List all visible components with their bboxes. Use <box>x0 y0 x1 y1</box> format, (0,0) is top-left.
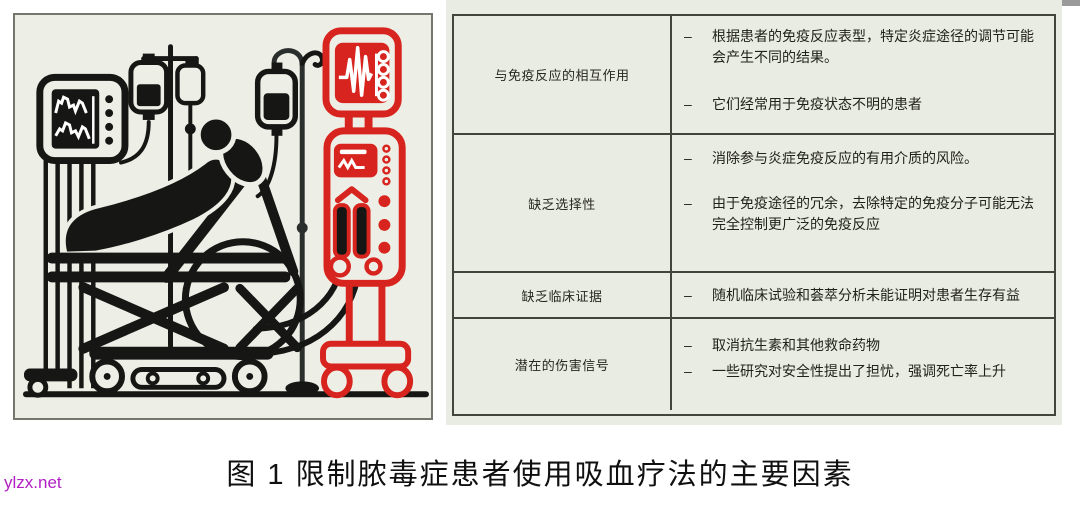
row-points: – 随机临床试验和荟萃分析未能证明对患者生存有益 <box>672 273 1054 317</box>
dash-bullet: – <box>684 96 692 112</box>
list-item: – 它们经常用于免疫状态不明的患者 <box>684 94 1040 115</box>
drip-chamber <box>184 123 196 135</box>
list-item: – 消除参与炎症免疫反应的有用介质的风险。 <box>684 148 1040 169</box>
iv-bag-icon <box>128 53 170 120</box>
row-label: 缺乏选择性 <box>454 135 672 271</box>
site-watermark: ylzx.net <box>4 473 62 492</box>
dash-bullet: – <box>684 286 692 303</box>
list-item: – 一些研究对安全性提出了担忧，强调死亡率上升 <box>684 361 1040 382</box>
bed-platform <box>46 252 291 283</box>
patient-head <box>195 114 237 156</box>
dash-bullet: – <box>684 363 692 379</box>
dash-bullet: – <box>684 150 692 166</box>
row-points: – 消除参与炎症免疫反应的有用介质的风险。 – 由于免疫途径的冗余，去除特定的免… <box>672 135 1054 271</box>
dash-bullet: – <box>684 337 692 353</box>
row-label: 缺乏临床证据 <box>454 273 672 317</box>
blood-purifier-icon <box>320 27 414 399</box>
scrollbar-artifact <box>1062 0 1080 6</box>
figure-caption: 图 1 限制脓毒症患者使用吸血疗法的主要因素 <box>226 459 854 491</box>
figure-illustration <box>13 13 433 420</box>
row-points: – 根据患者的免疫反应表型，特定炎症途径的调节可能会产生不同的结果。 – 它们经… <box>672 16 1054 133</box>
iv-tubing <box>119 103 279 199</box>
left-base <box>23 368 78 398</box>
row-label: 与免疫反应的相互作用 <box>454 16 672 133</box>
patient-bed-and-blood-purifier-illustration <box>22 27 429 399</box>
list-item: – 根据患者的免疫反应表型，特定炎症途径的调节可能会产生不同的结果。 <box>684 26 1040 68</box>
row-points: – 取消抗生素和其他救命药物 – 一些研究对安全性提出了担忧，强调死亡率上升 <box>672 319 1054 410</box>
iv-bag-small-icon <box>175 57 206 106</box>
dash-bullet: – <box>684 28 692 44</box>
list-item: – 随机临床试验和荟萃分析未能证明对患者生存有益 <box>684 285 1040 306</box>
table-panel: 与免疫反应的相互作用 – 根据患者的免疫反应表型，特定炎症途径的调节可能会产生不… <box>446 0 1062 425</box>
table-row: 与免疫反应的相互作用 – 根据患者的免疫反应表型，特定炎症途径的调节可能会产生不… <box>454 16 1054 133</box>
table-row: 缺乏临床证据 – 随机临床试验和荟萃分析未能证明对患者生存有益 <box>454 271 1054 317</box>
dash-bullet: – <box>684 195 692 211</box>
list-item: – 取消抗生素和其他救命药物 <box>684 335 1040 356</box>
patient-silhouette <box>61 114 268 256</box>
factors-table: 与免疫反应的相互作用 – 根据患者的免疫反应表型，特定炎症途径的调节可能会产生不… <box>452 14 1056 416</box>
table-row: 潜在的伤害信号 – 取消抗生素和其他救命药物 – 一些研究对安全性提出了担忧，强… <box>454 317 1054 410</box>
table-row: 缺乏选择性 – 消除参与炎症免疫反应的有用介质的风险。 – 由于免疫途径的冗余，… <box>454 133 1054 271</box>
iv-bag-pole-icon <box>254 62 299 136</box>
vital-monitor-icon <box>36 73 129 165</box>
list-item: – 由于免疫途径的冗余，去除特定的免疫分子可能无法完全控制更广泛的免疫反应 <box>684 193 1040 235</box>
row-label: 潜在的伤害信号 <box>454 319 672 410</box>
